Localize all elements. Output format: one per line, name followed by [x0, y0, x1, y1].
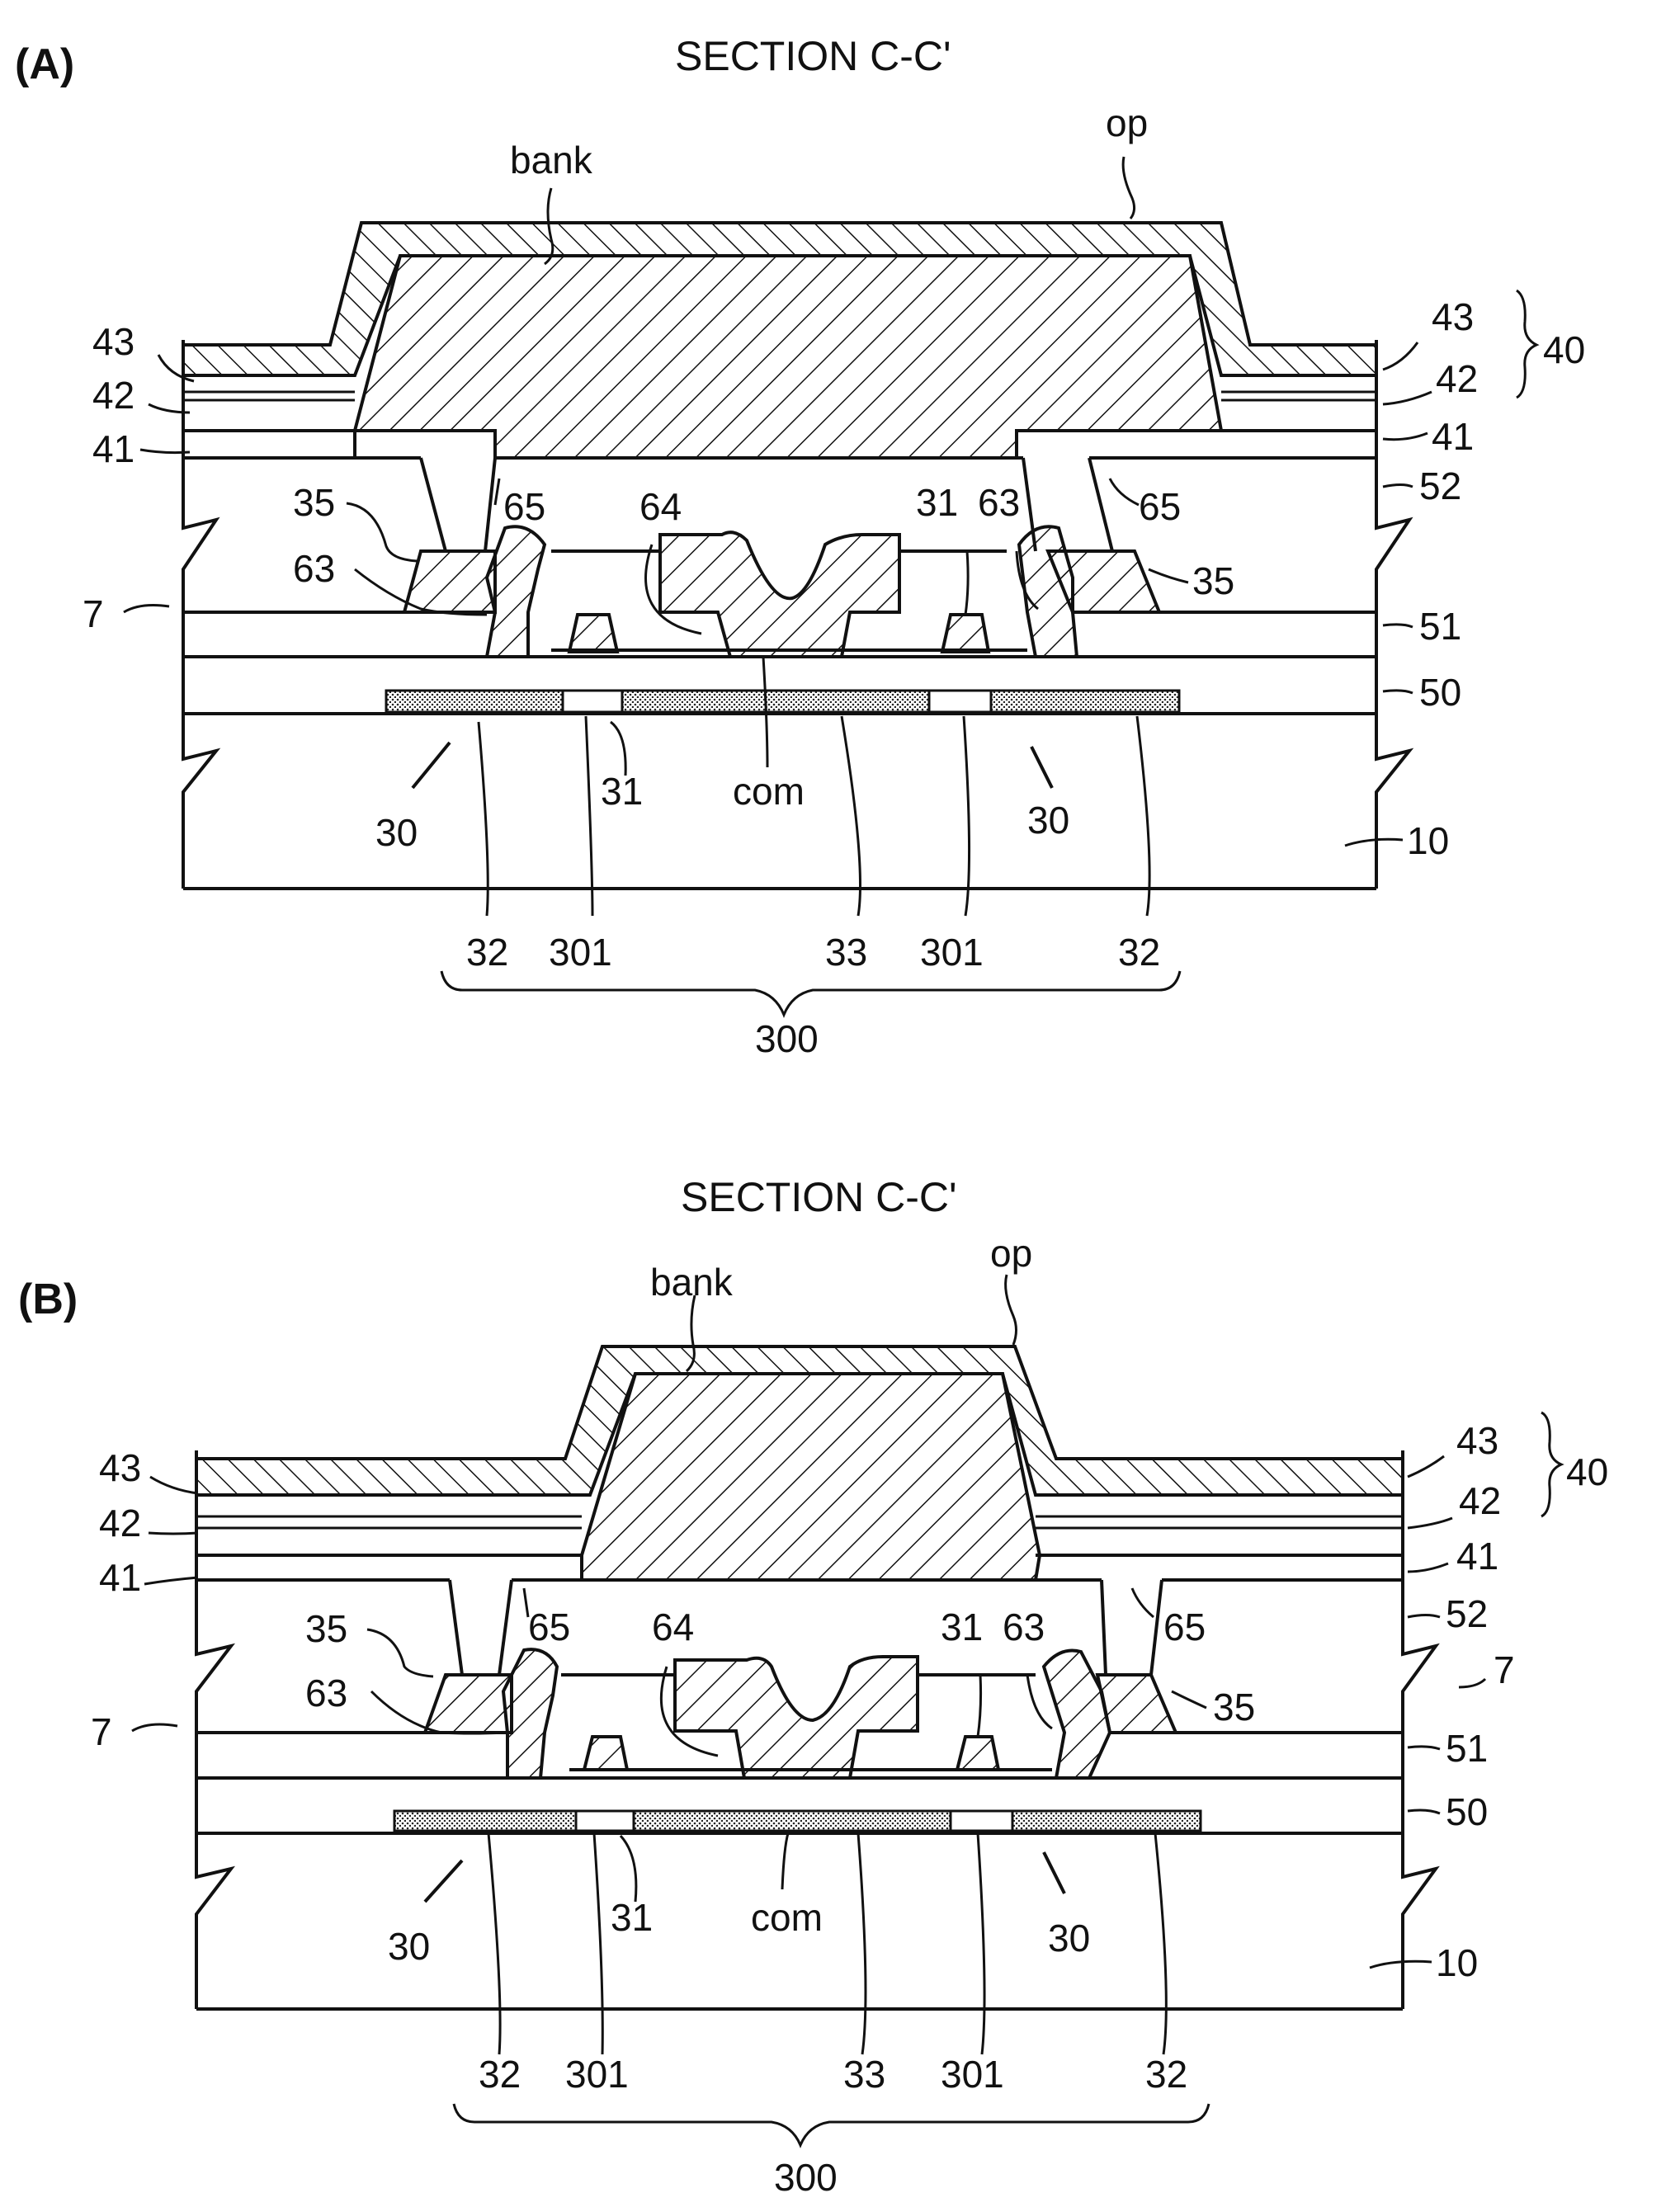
label-35: 35 [305, 1607, 347, 1650]
panel-a-label: (A) [15, 40, 74, 88]
label-51: 51 [1446, 1727, 1488, 1770]
label-35: 35 [293, 481, 335, 524]
label-33: 33 [843, 2053, 885, 2096]
label-com: com [751, 1896, 823, 1939]
label-op: op [990, 1232, 1032, 1275]
gate-31-right-a [942, 615, 989, 652]
contact-63-left-a [487, 526, 545, 657]
label-65: 65 [1139, 485, 1181, 528]
label-31: 31 [916, 481, 958, 524]
label-52: 52 [1419, 465, 1461, 507]
label-32: 32 [466, 931, 508, 974]
region-301-right-a [929, 691, 991, 712]
label-bank: bank [510, 139, 593, 182]
contact-63-left-b [503, 1649, 557, 1778]
label-32: 32 [1145, 2053, 1187, 2096]
label-41: 41 [92, 427, 134, 470]
label-65: 65 [1163, 1606, 1206, 1648]
label-10: 10 [1407, 819, 1449, 862]
label-301: 301 [920, 931, 984, 974]
label-65: 65 [528, 1606, 570, 1648]
panel-b: SECTION C-C' (B) [18, 1174, 1608, 2199]
label-30: 30 [375, 811, 418, 854]
panel-b-section-title: SECTION C-C' [681, 1174, 957, 1220]
label-41: 41 [99, 1556, 141, 1599]
panel-a: (A) SECTION C-C' [15, 33, 1585, 1060]
label-bank: bank [650, 1261, 734, 1304]
label-31: 31 [941, 1606, 983, 1648]
label-32: 32 [479, 2053, 521, 2096]
electrode-64-com-a [660, 532, 899, 657]
label-51: 51 [1419, 605, 1461, 648]
label-300: 300 [755, 1017, 819, 1060]
label-32: 32 [1118, 931, 1160, 974]
label-43: 43 [99, 1446, 141, 1489]
label-41: 41 [1432, 415, 1474, 458]
label-41: 41 [1456, 1535, 1498, 1577]
label-42: 42 [1459, 1479, 1501, 1522]
label-40: 40 [1543, 328, 1585, 371]
label-301: 301 [549, 931, 612, 974]
gate-31-right-b [957, 1737, 998, 1770]
bank-a [355, 256, 1221, 458]
label-42: 42 [99, 1502, 141, 1544]
region-301-left-a [563, 691, 622, 712]
label-63: 63 [293, 547, 335, 590]
label-35: 35 [1192, 559, 1234, 602]
region-32-left-b [394, 1811, 576, 1831]
region-33-a [622, 691, 929, 712]
label-31: 31 [601, 770, 643, 813]
label-43: 43 [1432, 295, 1474, 338]
label-300: 300 [774, 2156, 838, 2199]
electrode-35-left-b [425, 1675, 512, 1733]
region-301-right-b [951, 1811, 1012, 1831]
label-64: 64 [652, 1606, 694, 1648]
bank-b [582, 1374, 1040, 1580]
label-30: 30 [1048, 1917, 1090, 1959]
contact-63-right-b [1044, 1650, 1110, 1778]
label-35: 35 [1213, 1686, 1255, 1728]
label-33: 33 [825, 931, 867, 974]
label-64: 64 [639, 485, 682, 528]
label-63: 63 [305, 1672, 347, 1714]
contact-63-right-a [1019, 526, 1077, 657]
label-com: com [733, 770, 805, 813]
gate-31-left-a [569, 615, 617, 652]
label-65: 65 [503, 485, 545, 528]
gate-31-left-b [584, 1737, 627, 1770]
label-7: 7 [91, 1710, 112, 1753]
label-7: 7 [83, 592, 104, 635]
label-301: 301 [565, 2053, 629, 2096]
label-43: 43 [1456, 1419, 1498, 1462]
label-301: 301 [941, 2053, 1004, 2096]
label-42: 42 [92, 374, 134, 417]
region-32-right-b [1012, 1811, 1201, 1831]
label-31: 31 [611, 1896, 653, 1939]
label-42: 42 [1436, 357, 1478, 400]
label-50: 50 [1446, 1790, 1488, 1833]
label-op: op [1106, 101, 1148, 144]
electrode-64-com-b [675, 1657, 918, 1778]
label-40: 40 [1566, 1450, 1608, 1493]
electrode-35-left-a [404, 551, 495, 612]
label-10: 10 [1436, 1941, 1478, 1984]
label-50: 50 [1419, 671, 1461, 714]
region-32-right-a [991, 691, 1179, 712]
label-30: 30 [388, 1925, 430, 1968]
label-43: 43 [92, 320, 134, 363]
panel-a-section-title: SECTION C-C' [675, 33, 951, 79]
panel-b-label: (B) [18, 1276, 78, 1323]
label-63: 63 [978, 481, 1020, 524]
label-52: 52 [1446, 1592, 1488, 1635]
region-32-left-a [386, 691, 563, 712]
label-7: 7 [1494, 1648, 1515, 1691]
label-30: 30 [1027, 799, 1069, 842]
label-63: 63 [1003, 1606, 1045, 1648]
region-301-left-b [576, 1811, 634, 1831]
region-33-b [634, 1811, 951, 1831]
